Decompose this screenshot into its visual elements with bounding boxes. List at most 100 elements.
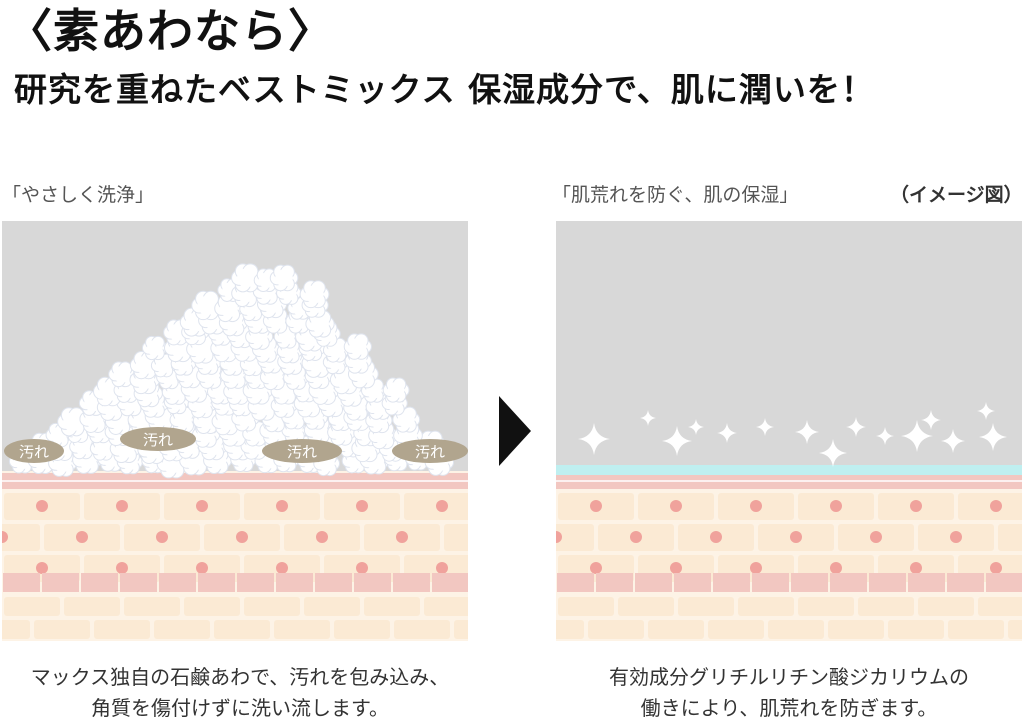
basal-cell <box>596 573 633 592</box>
page-title: 〈素あわなら〉 <box>6 4 335 58</box>
cell-nucleus <box>670 562 682 574</box>
right-triangle-icon <box>499 396 531 466</box>
foam-bubble <box>275 269 293 287</box>
dermis-cell <box>1008 620 1022 639</box>
cell-nucleus <box>590 500 602 512</box>
foam-bubble <box>305 285 324 304</box>
foam-bubble <box>63 412 83 432</box>
cell-nucleus <box>710 531 722 543</box>
foam-bubble <box>84 394 102 412</box>
right-illustration <box>556 221 1022 641</box>
dermis-cell <box>618 597 674 616</box>
basal-cell <box>354 573 391 592</box>
foam-bubble <box>135 355 155 375</box>
skin-cell <box>404 493 468 520</box>
foam-bubble <box>237 268 257 288</box>
page-subtitle: 研究を重ねたベストミックス 保湿成分で、肌に潤いを！ <box>14 70 875 109</box>
moisture-illustration <box>556 402 1022 641</box>
foam-bubble <box>397 411 415 429</box>
cell-nucleus <box>316 531 328 543</box>
sparkle-icon <box>941 429 965 453</box>
cell-nucleus <box>356 500 368 512</box>
foam-bubble <box>197 295 217 316</box>
basal-cell <box>393 573 430 592</box>
basal-cell <box>713 573 750 592</box>
cell-nucleus <box>436 500 448 512</box>
foam-bubble <box>219 299 238 318</box>
sparkle-icon <box>756 418 774 436</box>
dirt-label: 汚れ <box>19 443 49 461</box>
cell-nucleus <box>590 562 602 574</box>
left-description-line: マックス独自の石鹸あわで、汚れを包み込み、 <box>30 665 450 689</box>
foam-bubble <box>155 357 172 374</box>
basal-cell <box>752 573 789 592</box>
cell-nucleus <box>950 531 962 543</box>
cell-nucleus <box>750 500 762 512</box>
right-description-line: 働きにより、肌荒れを防ぎます。 <box>640 696 938 720</box>
sparkle-icon <box>846 417 866 437</box>
dermis-cell <box>858 597 914 616</box>
skin-layers <box>556 471 1022 641</box>
dermis-cell <box>828 620 884 639</box>
dermis-cell <box>2 620 30 639</box>
basal-cell <box>986 573 1022 592</box>
basal-cell <box>120 573 157 592</box>
sparkle-icon <box>876 427 894 445</box>
basal-cell <box>3 573 40 592</box>
cell-nucleus <box>630 531 642 543</box>
cell-nucleus <box>990 562 1002 574</box>
dermis-cell <box>184 597 240 616</box>
dermis-cell <box>424 597 468 616</box>
dermis-cell <box>274 620 330 639</box>
cell-nucleus <box>830 500 842 512</box>
foam-bubble <box>74 438 91 455</box>
sparkle-icon <box>717 423 737 443</box>
sparkle-icon <box>662 426 692 456</box>
dermis-cell <box>124 597 180 616</box>
left-illustration: 汚れ汚れ汚れ汚れ <box>2 221 468 641</box>
dermis-cell <box>34 620 90 639</box>
dermis-cell <box>454 620 468 639</box>
cell-nucleus <box>396 531 408 543</box>
cell-nucleus <box>36 562 48 574</box>
dermis-cell <box>364 597 420 616</box>
cell-nucleus <box>276 500 288 512</box>
foam-bubble <box>387 381 405 399</box>
left-caption: 「やさしく洗浄」 <box>2 184 155 206</box>
dermis-cell <box>556 620 584 639</box>
dirt-blob <box>262 439 342 463</box>
dermis-cell <box>154 620 210 639</box>
skin-cell <box>2 524 40 551</box>
basal-cell <box>81 573 118 592</box>
cell-nucleus <box>196 562 208 574</box>
left-description: マックス独自の石鹸あわで、汚れを包み込み、 角質を傷付けずに洗い流します。 <box>0 662 480 724</box>
foam-bubble <box>217 412 236 431</box>
dermis-cell <box>648 620 704 639</box>
foam-bubble <box>168 323 186 341</box>
right-caption: 「肌荒れを防ぐ、肌の保湿」 <box>552 184 799 206</box>
cell-nucleus <box>670 500 682 512</box>
dermis-cell <box>888 620 944 639</box>
cell-nucleus <box>870 531 882 543</box>
dermis-cell <box>918 597 974 616</box>
foam-bubble <box>311 314 330 333</box>
dirt-label: 汚れ <box>287 443 317 461</box>
dermis-cell <box>738 597 794 616</box>
dermis-cell <box>4 597 60 616</box>
cell-nucleus <box>750 562 762 574</box>
cell-nucleus <box>436 562 448 574</box>
cell-nucleus <box>790 531 802 543</box>
foam-pile <box>8 263 455 479</box>
dermis-cell <box>708 620 764 639</box>
sparkle-icon <box>979 423 1007 451</box>
basal-cell <box>674 573 711 592</box>
basal-cell <box>869 573 906 592</box>
basal-cell <box>315 573 352 592</box>
cell-nucleus <box>556 531 562 543</box>
skin-cell <box>958 493 1022 520</box>
dirt-blobs: 汚れ汚れ汚れ汚れ <box>4 427 468 463</box>
dermis-cell <box>214 620 270 639</box>
foam-bubble <box>146 340 163 356</box>
basal-cell <box>557 573 594 592</box>
basal-cell <box>276 573 313 592</box>
